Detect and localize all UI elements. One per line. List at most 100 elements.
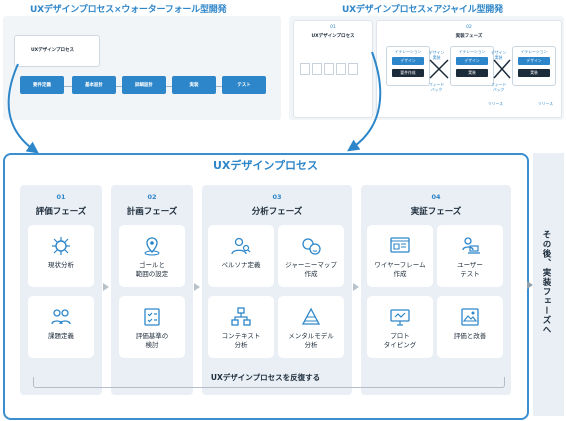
iteration-label: イテレーション	[458, 49, 486, 54]
phase-title: 分析フェーズ	[251, 207, 303, 217]
waterfall-step: 詳細設計	[122, 76, 166, 94]
iteration-label: イテレーション	[520, 49, 548, 54]
phase-panel-planning	[111, 185, 193, 395]
pyramid-icon	[301, 307, 321, 325]
iteration-label: イテレーション	[394, 49, 422, 54]
monitor-prototype-icon	[390, 309, 410, 326]
item-label: ワイヤーフレーム作成	[374, 261, 426, 278]
image-document-icon	[461, 308, 479, 326]
item-label: 評価と改善	[453, 332, 487, 340]
iterate-bracket	[33, 377, 505, 388]
waterfall-title: UXデザインプロセス×ウォーターフォール型開発	[30, 5, 227, 15]
item-goal-setting: ゴールと範囲の設定	[119, 225, 185, 287]
checklist-icon	[144, 308, 160, 326]
design-impl-label: デザイン実装	[429, 50, 445, 60]
iteration-box: イテレーション デザイン 要件作成	[386, 46, 430, 86]
phase-title: 実証フェーズ	[410, 207, 462, 217]
emotion-faces-icon	[302, 238, 321, 255]
feedback-label: フィードバック	[429, 82, 445, 92]
requirement-chip: 要件作成	[392, 69, 424, 77]
waterfall-step: 基本設計	[72, 76, 116, 94]
waterfall-ux-box: UXデザインプロセス	[14, 35, 100, 67]
release-label: リリース	[488, 101, 503, 106]
right-curve-arrow	[347, 51, 382, 152]
phase-panel-validation	[361, 185, 511, 395]
left-curve-arrow	[7, 63, 39, 154]
agile-impl-num: 02	[466, 25, 472, 30]
main-title: UXデザインプロセス	[212, 159, 319, 172]
item-evaluate-improve: 評価と改善	[437, 296, 503, 358]
item-label: 現状分析	[48, 261, 74, 269]
item-context: コンテキスト分析	[208, 296, 274, 358]
brain-circuit-icon	[52, 237, 70, 255]
item-prototyping: プロトタイピング	[367, 296, 433, 358]
map-pin-icon	[144, 237, 160, 256]
phase-arrow-icon	[194, 283, 200, 291]
phase-title: 計画フェーズ	[126, 207, 178, 217]
agile-title: UXデザインプロセス×アジャイル型開発	[342, 5, 503, 15]
waterfall-step: 要件定義	[20, 76, 64, 94]
item-journey-map: ジャーニーマップ作成	[278, 225, 344, 287]
phase-arrow-icon	[353, 283, 359, 291]
phase-panel-evaluation	[20, 185, 102, 395]
item-criteria: 評価基準の検討	[119, 296, 185, 358]
people-discussion-icon	[51, 309, 71, 325]
impl-chip: 実装	[456, 69, 488, 77]
waterfall-panel	[3, 16, 281, 120]
impl-chip: 実装	[518, 69, 550, 77]
phase-arrow-icon	[103, 283, 109, 291]
phase-num: 02	[147, 193, 157, 201]
wireframe-icon	[390, 237, 410, 253]
item-label: ジャーニーマップ作成	[285, 261, 337, 278]
phase-num: 04	[431, 193, 441, 201]
design-chip: デザイン	[518, 57, 550, 65]
agile-step-num: 01	[330, 25, 336, 30]
agile-ux-label: UXデザインプロセス	[311, 34, 355, 39]
mini-doc	[348, 63, 358, 75]
waterfall-step: テスト	[222, 76, 266, 94]
phase-num: 01	[56, 193, 66, 201]
waterfall-step: 実装	[172, 76, 216, 94]
item-label: プロトタイピング	[383, 332, 417, 349]
item-label: 評価基準の検討	[135, 332, 169, 349]
iterate-label: UXデザインプロセスを反復する	[0, 372, 531, 383]
iteration-box: イテレーション デザイン 実装	[512, 46, 556, 86]
item-mental-model: メンタルモデル分析	[278, 296, 344, 358]
next-phase-arrow-icon	[527, 281, 533, 289]
item-label: 課題定義	[48, 332, 74, 340]
item-issue-definition: 課題定義	[28, 296, 94, 358]
iteration-box: イテレーション デザイン 実装	[450, 46, 494, 86]
phase-panel-analysis	[202, 185, 352, 395]
item-wireframe: ワイヤーフレーム作成	[367, 225, 433, 287]
next-phase-panel	[533, 153, 564, 416]
item-label: コンテキスト分析	[221, 332, 261, 349]
hierarchy-icon	[231, 307, 251, 326]
design-impl-label: デザイン実装	[491, 50, 507, 60]
design-chip: デザイン	[456, 57, 488, 65]
item-user-test: ユーザーテスト	[437, 225, 503, 287]
mini-doc	[312, 63, 322, 75]
item-label: ユーザーテスト	[457, 261, 483, 278]
item-label: ペルソナ定義	[221, 261, 261, 269]
waterfall-ux-label: UXデザインプロセス	[31, 48, 74, 53]
user-search-icon	[231, 237, 251, 255]
mini-doc	[324, 63, 334, 75]
feedback-label: フィードバック	[491, 82, 507, 92]
phase-num: 03	[272, 193, 282, 201]
cross-arrow-icon	[429, 59, 449, 79]
item-label: メンタルモデル分析	[288, 332, 334, 349]
mini-doc	[300, 63, 310, 75]
phase-title: 評価フェーズ	[35, 207, 87, 217]
design-chip: デザイン	[392, 57, 424, 65]
mini-doc	[336, 63, 346, 75]
item-current-analysis: 現状分析	[28, 225, 94, 287]
item-label: ゴールと範囲の設定	[135, 261, 169, 278]
iterate-text: UXデザインプロセスを反復する	[206, 373, 325, 382]
item-persona: ペルソナ定義	[208, 225, 274, 287]
release-label: リリース	[538, 101, 553, 106]
next-phase-text: その後、実装フェーズへ	[541, 230, 551, 335]
user-laptop-icon	[462, 237, 480, 254]
flow-arrows	[7, 51, 382, 154]
cross-arrow-icon	[493, 59, 511, 79]
agile-impl-label: 実装フェーズ	[455, 34, 483, 39]
